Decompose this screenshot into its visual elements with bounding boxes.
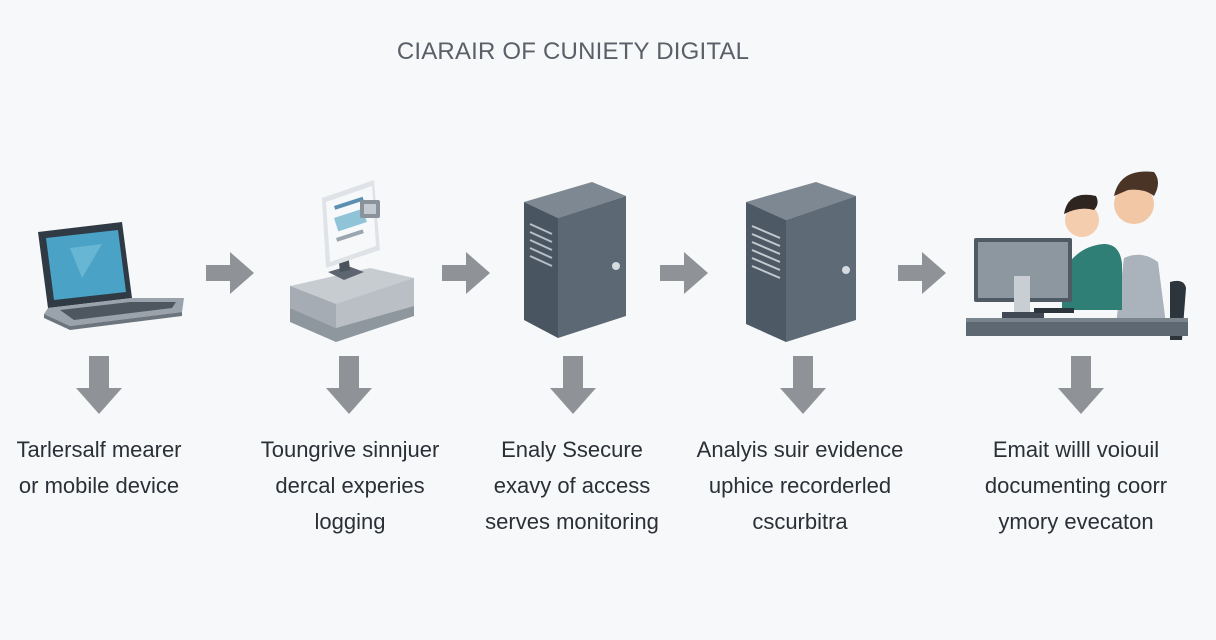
step-4-line-3: cscurbitra [752, 509, 848, 534]
flow-arrow-right-icon [442, 252, 490, 294]
step-2-label: Toungrive sinnjuer dercal experies loggi… [250, 432, 450, 540]
step-2-line-1: Toungrive sinnjuer [260, 437, 440, 462]
server-icon [746, 182, 856, 342]
step-3-label: Enaly Ssecure exavy of access serves mon… [472, 432, 672, 540]
laptop-icon [38, 222, 184, 330]
step-1-line-1: Tarlersalf mearer [16, 437, 182, 462]
flow-arrow-right-icon [206, 252, 254, 294]
step-5-line-1: Emait willl voiouil [992, 437, 1160, 462]
step-3-line-2: exavy of access [493, 473, 651, 498]
flow-arrow-right-icon [660, 252, 708, 294]
workstation-icon [290, 180, 414, 342]
step-5-line-3: ymory evecaton [998, 509, 1154, 534]
step-3-line-3: serves monitoring [485, 509, 659, 534]
step-5-line-2: documenting coorr [984, 473, 1168, 498]
flow-arrow-down-icon [76, 356, 122, 414]
flow-arrow-right-icon [898, 252, 946, 294]
flow-arrow-down-icon [550, 356, 596, 414]
diagram-title: CIARAIR OF CUNIETY DIGITAL [396, 38, 750, 65]
step-1-label: Tarlersalf mearer or mobile device [0, 432, 198, 504]
step-4-line-1: Analyis suir evidence [696, 437, 904, 462]
flow-arrow-down-icon [1058, 356, 1104, 414]
analysts-icon [966, 171, 1188, 340]
flow-arrow-down-icon [780, 356, 826, 414]
step-5-label: Emait willl voiouil documenting coorr ym… [966, 432, 1186, 540]
flow-arrow-down-icon [326, 356, 372, 414]
step-3-line-1: Enaly Ssecure [501, 437, 643, 462]
step-2-line-2: dercal experies [275, 473, 425, 498]
step-1-line-2: or mobile device [18, 473, 180, 498]
server-icon [524, 182, 626, 338]
step-2-line-3: logging [314, 509, 386, 534]
step-4-line-2: uphice recorderled [708, 473, 892, 498]
step-4-label: Analyis suir evidence uphice recorderled… [690, 432, 910, 540]
